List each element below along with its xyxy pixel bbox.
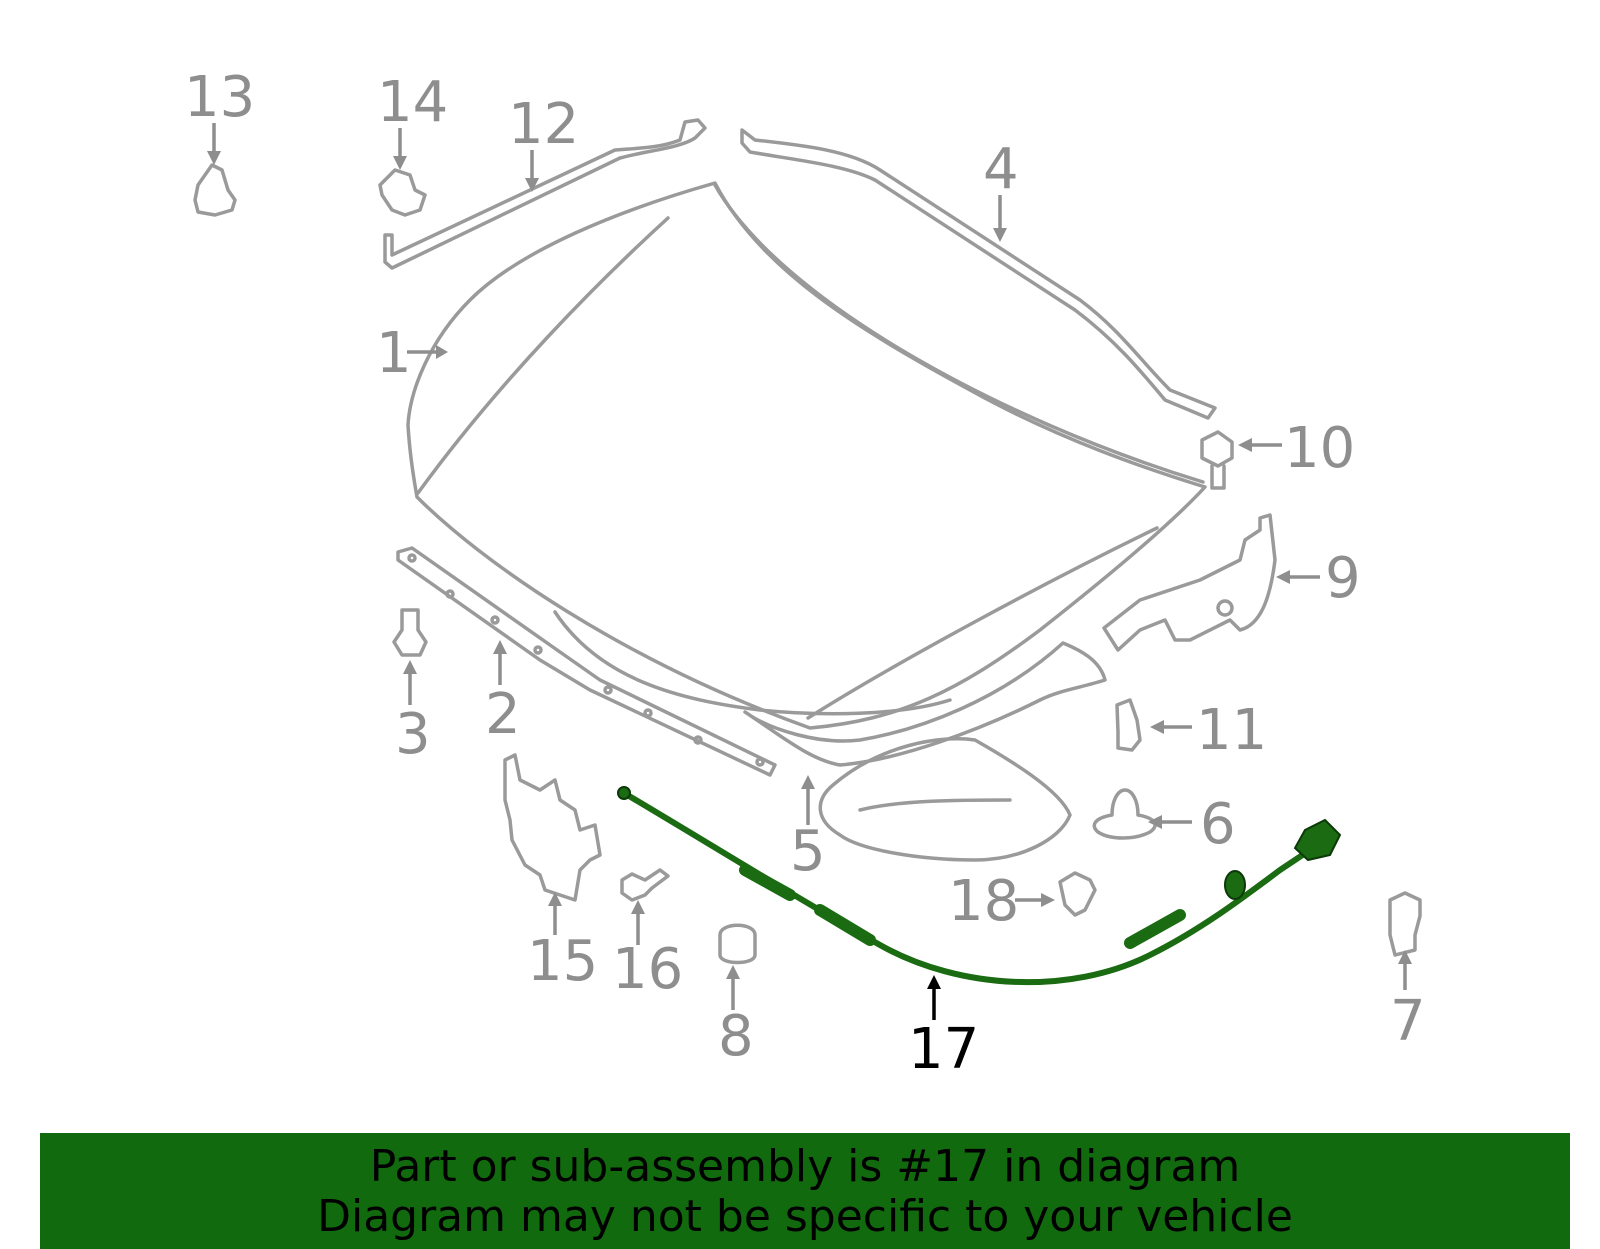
banner-line-1: Part or sub-assembly is #17 in diagram — [369, 1141, 1241, 1192]
latch-bracket[interactable] — [1102, 513, 1277, 652]
callout-2: 2 — [485, 682, 521, 747]
prop-rod[interactable] — [383, 118, 707, 270]
callout-10: 10 — [1284, 416, 1355, 481]
clip-18[interactable] — [1058, 871, 1097, 917]
callout-12: 12 — [508, 92, 579, 157]
callout-13: 13 — [184, 65, 255, 130]
callout-9: 9 — [1325, 546, 1361, 611]
bumper-7[interactable] — [1388, 891, 1422, 957]
rear-weatherstrip[interactable] — [740, 128, 1217, 420]
bracket-15[interactable] — [503, 753, 602, 902]
stud-11[interactable] — [1115, 698, 1142, 752]
bolt-16[interactable] — [620, 868, 670, 902]
callout-11: 11 — [1196, 698, 1267, 763]
cap-8[interactable] — [718, 923, 757, 965]
callout-16: 16 — [612, 937, 683, 1002]
bracket-14[interactable] — [378, 168, 427, 217]
grommet-6[interactable] — [1092, 788, 1157, 840]
clip-13[interactable] — [193, 163, 237, 217]
callout-3: 3 — [395, 702, 431, 767]
bolt-10[interactable] — [1200, 430, 1234, 490]
hood-panel[interactable] — [406, 181, 1207, 730]
callout-6: 6 — [1200, 792, 1236, 857]
callout-5: 5 — [790, 819, 826, 884]
callout-labels: 1 2 3 4 5 6 7 8 9 10 11 12 13 14 15 16 1… — [184, 65, 1426, 1082]
callout-1: 1 — [376, 321, 412, 386]
callout-18: 18 — [948, 869, 1019, 934]
banner-line-2: Diagram may not be specific to your vehi… — [317, 1191, 1293, 1242]
info-banner: Part or sub-assembly is #17 in diagram D… — [40, 1133, 1570, 1249]
hood-inner-panel[interactable] — [743, 641, 1107, 862]
callout-17: 17 — [908, 1017, 979, 1082]
exploded-parts-diagram: 1 2 3 4 5 6 7 8 9 10 11 12 13 14 15 16 1… — [184, 65, 1426, 1082]
callout-15: 15 — [527, 929, 598, 994]
hood-release-cable[interactable] — [617, 786, 1342, 986]
callout-7: 7 — [1390, 989, 1426, 1054]
bolt-3[interactable] — [392, 608, 428, 657]
callout-4: 4 — [983, 137, 1019, 202]
hood-front-rail[interactable] — [396, 546, 777, 777]
leader-lines — [207, 123, 1412, 1020]
callout-14: 14 — [377, 70, 448, 135]
callout-8: 8 — [718, 1004, 754, 1069]
